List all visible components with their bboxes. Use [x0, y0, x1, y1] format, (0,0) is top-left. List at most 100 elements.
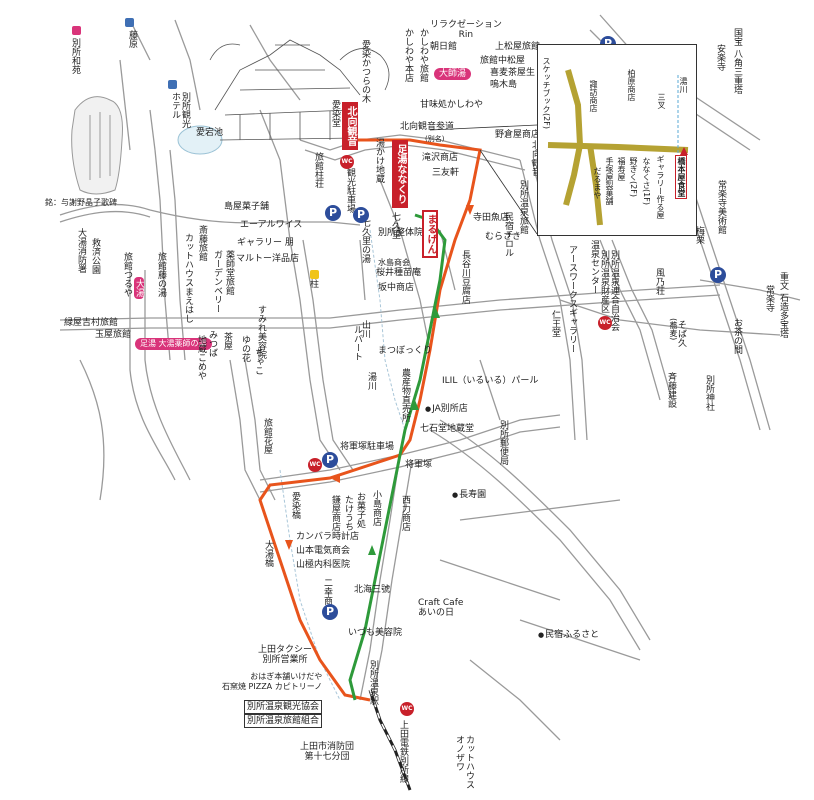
label-ja-bessho: JA別所店 — [425, 404, 468, 414]
label-shimaya-kashiten: 島屋菓子舗 — [224, 202, 270, 212]
label-saimoku: 嗚木島 — [490, 80, 518, 90]
label-aizen-katsura: 愛染かつらの木 — [360, 40, 370, 103]
label-kokuhou-hakkaku: 国宝 八角三重塔 — [732, 28, 742, 94]
green-route — [348, 213, 447, 701]
toilet-icon: WC — [308, 458, 322, 472]
label-anrakuji: 安楽寺 — [715, 44, 725, 71]
label-bessho-yubinkyoku: 別所郵便局 — [498, 420, 508, 465]
label-kitamuki-kannon2: 北向観音 — [530, 140, 540, 176]
label-amagashi-kashiwaya: 甘味処かしわや — [420, 100, 484, 110]
inset-nanakusa: ななくさ(1F) — [642, 157, 651, 205]
label-okashi-dokoro: お菓子処 — [355, 492, 365, 528]
label-matsubokkuri: まつぼっくり — [378, 346, 433, 356]
label-chaya: 茶屋 — [222, 332, 232, 350]
label-eirwise: エーアルワイス — [240, 220, 303, 230]
temple-illustration — [209, 39, 390, 141]
label-kitamuki-kannon: 北向観音 — [342, 102, 358, 150]
label-sumire-biyoin: すみれ美容院 — [256, 305, 266, 359]
label-ryokan-fuji-no-yu: 旅館藤の湯 — [156, 252, 166, 297]
inset-sketch-book: スケッチブック(2F) — [542, 57, 551, 129]
label-craft-cafe: Craft Cafe あいの日 — [418, 598, 464, 618]
label-ruvito: ルバート — [352, 325, 362, 361]
label-sobakyu-sub: (蕎麦) — [669, 318, 678, 341]
label-pizza: おはぎ本舗いけだや 石窯焼 PIZZA カピトリーノ — [222, 672, 323, 691]
label-yunohana: ゆの花 — [240, 335, 250, 362]
onsen-oyu-badge: 大湯 — [134, 277, 144, 299]
label-cuthouse-mayumi: カットハウスまえはし — [183, 233, 193, 323]
label-mizuno-shokai: 水島商会 — [378, 258, 410, 267]
label-minshuku-furusato: 民宿ふるさと — [538, 630, 599, 640]
label-kazenoshou: 風乃荘 — [654, 268, 664, 295]
inset-gallery-sakuya: ギャラリー作る屋 — [656, 155, 665, 219]
label-sakanaka: 坂中商店 — [378, 283, 415, 293]
label-nakamatsuya: 旅館中松屋 — [480, 56, 526, 66]
label-yamamoto: 山本電気商会 — [296, 546, 351, 556]
parking-icon: P — [322, 604, 338, 620]
label-bessho-onsen-center: 温泉センター — [589, 240, 599, 294]
label-bessho-rengo: 別所温泉連合自治会 — [609, 250, 619, 331]
inset-map: スケッチブック(2F) 諏訪商店 柏原商店 三叉 湯川 ギャラリー作る屋 ななく… — [537, 44, 697, 236]
label-kanbara: カンバラ時計店 — [296, 532, 360, 542]
inset-leader — [429, 124, 538, 131]
label-bessho-seitai: 別所整体院 — [378, 228, 424, 238]
hotel-icon — [125, 18, 134, 27]
shop-icon — [310, 270, 319, 279]
label-bessho-zaisanku: 別所温泉財産区 — [599, 250, 609, 313]
inset-hakkakudo: 福寿屋 — [617, 157, 626, 181]
label-ninodo: 仁王堂 — [550, 310, 560, 337]
label-kitamuki-sando-sub: (別名) — [425, 135, 445, 143]
label-bessho-waen: 別所和苑 — [70, 38, 80, 74]
label-tamaya-ryokan: 玉屋旅館 — [95, 330, 132, 340]
label-ryokan-hanaya: 旅館花屋 — [262, 418, 272, 454]
label-sobakyu: そば久 — [676, 320, 686, 347]
label-chojuen: 長寿園 — [452, 490, 486, 500]
label-saito-ryokan: 斎藤旅館 — [197, 225, 207, 261]
label-izumo-biyoin: いづも美容院 — [348, 628, 403, 638]
label-takeuchi: たけうち — [343, 495, 353, 531]
inset-yugawa: 湯川 — [679, 77, 688, 93]
onsen-ohsho-yu: 大師湯 — [434, 68, 472, 80]
label-jorakuji: 常楽寺 — [764, 285, 774, 312]
label-musuko: むらさき — [485, 232, 522, 242]
label-ryokan-tsuruya: 旅館つるや — [122, 252, 132, 297]
inset-darumaya: だるまや — [593, 167, 602, 199]
label-umenoyu: 梅栗 — [694, 226, 704, 244]
label-bessho-onsen-ryokan: 別所温泉旅館 — [518, 180, 528, 234]
label-oyu-shobosho: 大湯消防署 — [76, 228, 86, 273]
label-ueda-taxi: 上田タクシー 別所営業所 — [258, 645, 313, 665]
label-kitamuki-sando: 北向観音参道 — [400, 122, 455, 132]
label-kamimatsuya: 上松屋旅館 — [495, 42, 541, 52]
label-kankou-chusha: 観光駐車場 — [345, 168, 355, 213]
label-yamagoku: 山極内科医院 — [296, 560, 351, 570]
label-aibunbashi: 愛染橋 — [290, 492, 300, 519]
route-arrows — [285, 205, 474, 550]
inset-kashiwara-shoten: 柏原商店 — [627, 69, 636, 101]
inset-leader — [479, 149, 538, 235]
hotel-icon — [168, 80, 177, 89]
label-hasegawa: 長谷川豆腐店 — [460, 250, 470, 304]
route-arrows-green — [368, 308, 440, 555]
label-yukawa: 湯川 — [366, 372, 376, 390]
label-ocha-no-ma: お茶の間 — [732, 318, 742, 354]
label-bessho-ryokan-kumiai: 別所温泉旅館組合 — [244, 714, 323, 728]
label-chachako: ちゃこ — [253, 348, 263, 375]
label-kiseki-ryokan: 喜麦茶屋生 — [490, 68, 536, 78]
label-jizo-konya: 地蔵こめや — [196, 335, 206, 380]
road-network — [59, 14, 801, 741]
label-shogun-parking: 将軍塚駐車場 — [340, 442, 395, 452]
parking-icon: P — [353, 207, 369, 223]
label-jorakuji-bijutsukan: 常楽寺美術館 — [716, 180, 726, 234]
shrine-icon — [72, 26, 81, 35]
parking-icon: P — [322, 452, 338, 468]
poem-caption: 銘：与謝野晶子歌碑 — [45, 198, 117, 207]
label-bessho-onsen-eki: 別所温泉駅 — [368, 660, 378, 705]
label-mitsuba: みつば — [207, 330, 217, 357]
red-route — [258, 138, 482, 702]
label-oyubashi: 大湯橋 — [263, 540, 273, 567]
label-yamakawa: 山川 — [360, 320, 370, 338]
label-nomura: 野倉屋商店 — [495, 130, 541, 140]
label-hokkai: 北海三號 — [354, 585, 391, 595]
parking-icon: P — [325, 205, 341, 221]
label-asahi-kan: 朝日館 — [430, 42, 458, 52]
